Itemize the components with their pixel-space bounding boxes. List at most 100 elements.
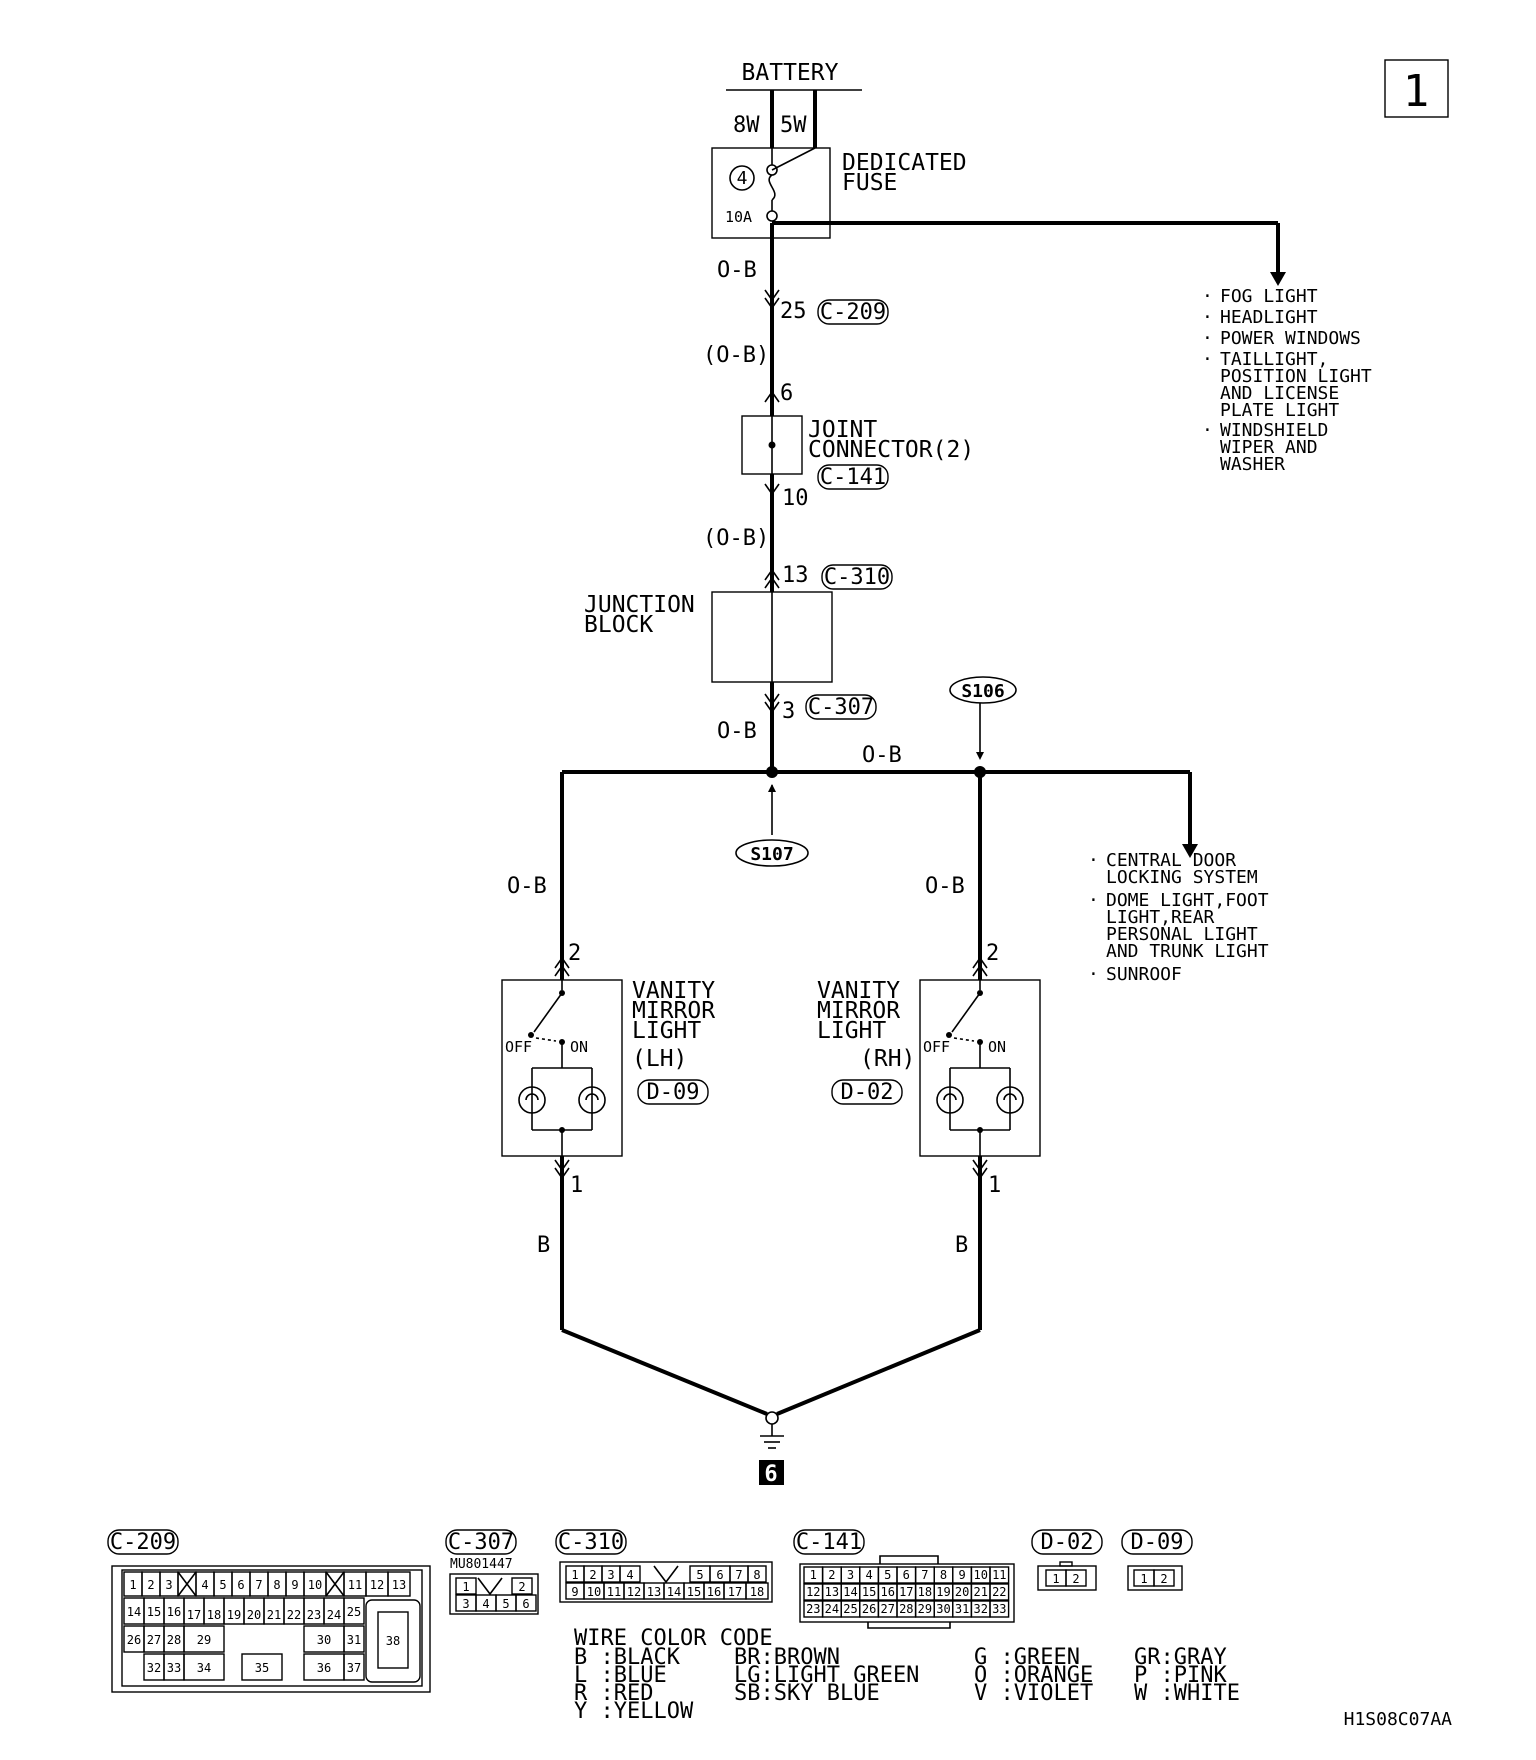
c141-pin-label: 21 <box>973 1585 987 1599</box>
ground-number: 6 <box>764 1462 777 1487</box>
bus-branch-item: SUNROOF <box>1106 964 1182 985</box>
vanity-rh-line2: MIRROR <box>817 998 900 1024</box>
wire-ob-paren-label: (O-B) <box>703 526 769 551</box>
page-number: 1 <box>1403 66 1430 117</box>
switch-off-label: OFF <box>923 1038 950 1056</box>
wire-8w-label: 8W <box>733 113 760 138</box>
bus-branch-list: · CENTRAL DOOR LOCKING SYSTEM · DOME LIG… <box>1088 850 1269 985</box>
vanity-lh-line3: LIGHT <box>632 1018 701 1044</box>
c141-pin-label: 3 <box>847 1568 854 1582</box>
junction-block-line1: JUNCTION <box>584 592 695 618</box>
color-code-entry: O :ORANGE <box>974 1663 1093 1688</box>
svg-text:3: 3 <box>165 1578 172 1592</box>
c141-pin-label: 9 <box>958 1568 965 1582</box>
svg-text:·: · <box>1202 307 1213 328</box>
fuse-branch-item: WINDSHIELD <box>1220 420 1328 441</box>
wire-ob-label: O-B <box>862 743 902 768</box>
bus-branch-item: LIGHT,REAR <box>1106 907 1215 928</box>
c141-pin-label: 19 <box>936 1585 950 1599</box>
wire-ob-paren-label: (O-B) <box>703 343 769 368</box>
c141-pin-label: 12 <box>806 1585 820 1599</box>
c141-pin-label: 20 <box>955 1585 969 1599</box>
svg-text:2: 2 <box>518 1580 525 1594</box>
svg-text:4: 4 <box>482 1597 489 1611</box>
svg-text:8: 8 <box>753 1568 760 1582</box>
c141-pin-label: 18 <box>918 1585 932 1599</box>
svg-text:2: 2 <box>589 1568 596 1582</box>
svg-text:38: 38 <box>386 1634 400 1648</box>
connector-face-d02: 1 2 <box>1037 1561 1097 1591</box>
vanity-rh-line3: LIGHT <box>817 1018 886 1044</box>
face-c141-label: C-141 <box>796 1530 862 1555</box>
svg-text:12: 12 <box>370 1578 384 1592</box>
svg-text:8: 8 <box>273 1578 280 1592</box>
vanity-mirror-light-rh: OFF ON <box>919 979 1041 1157</box>
svg-text:15: 15 <box>687 1585 701 1599</box>
c141-pin-label: 29 <box>918 1602 932 1616</box>
c141-pin-label: 26 <box>862 1602 876 1616</box>
bus-branch-item: PERSONAL LIGHT <box>1106 924 1258 945</box>
vanity-lh-line2: MIRROR <box>632 998 715 1024</box>
c141-pin-cell <box>989 1583 1010 1601</box>
bus-branch-item: AND TRUNK LIGHT <box>1106 941 1269 962</box>
fuse-label-line2: FUSE <box>842 170 897 196</box>
pin-6: 6 <box>780 381 793 406</box>
c141-pin-label: 15 <box>862 1585 876 1599</box>
color-code-entry: V :VIOLET <box>974 1681 1093 1706</box>
svg-text:5: 5 <box>502 1597 509 1611</box>
svg-text:10: 10 <box>308 1578 322 1592</box>
c141-pin-cell <box>989 1600 1010 1618</box>
pin-10: 10 <box>782 486 809 511</box>
svg-text:14: 14 <box>667 1585 681 1599</box>
c141-pin-label: 22 <box>992 1585 1006 1599</box>
connector-c307-label: C-307 <box>808 695 874 720</box>
face-c209-label: C-209 <box>110 1530 176 1555</box>
color-code-entry: SB:SKY BLUE <box>734 1681 880 1706</box>
c141-pin-label: 27 <box>880 1602 894 1616</box>
svg-text:35: 35 <box>255 1661 269 1675</box>
svg-text:17: 17 <box>728 1585 742 1599</box>
svg-text:6: 6 <box>522 1597 529 1611</box>
c141-pin-label: 11 <box>992 1568 1006 1582</box>
c141-pin-label: 32 <box>973 1602 987 1616</box>
c141-pin-label: 30 <box>936 1602 950 1616</box>
svg-text:1: 1 <box>1052 1572 1059 1586</box>
svg-text:15: 15 <box>147 1605 161 1619</box>
c141-pin-label: 7 <box>921 1568 928 1582</box>
svg-text:30: 30 <box>317 1633 331 1647</box>
wire-b-label: B <box>537 1233 550 1258</box>
svg-text:20: 20 <box>247 1608 261 1622</box>
svg-text:11: 11 <box>348 1578 362 1592</box>
color-code-entry: G :GREEN <box>974 1645 1080 1670</box>
connector-d02-label: D-02 <box>841 1080 894 1105</box>
connector-c310-label: C-310 <box>824 565 890 590</box>
color-code-legend: B :BLACK L :BLUE R :RED Y :YELLOW BR:BRO… <box>574 1645 1240 1724</box>
fuse-number: 4 <box>737 168 748 189</box>
face-c307-label: C-307 <box>448 1530 514 1555</box>
connector-c141-label: C-141 <box>820 465 886 490</box>
svg-text:11: 11 <box>607 1585 621 1599</box>
svg-text:4: 4 <box>201 1578 208 1592</box>
color-code-entry: R :RED <box>574 1681 653 1706</box>
bus-branch-item: DOME LIGHT,FOOT <box>1106 890 1269 911</box>
vanity-rh-line4: (RH) <box>860 1046 915 1072</box>
c307-part-number: MU801447 <box>450 1557 513 1572</box>
bus-branch-item: LOCKING SYSTEM <box>1106 867 1258 888</box>
battery-label: BATTERY <box>742 60 839 86</box>
c141-pin-label: 31 <box>955 1602 969 1616</box>
pin-3: 3 <box>782 699 795 724</box>
svg-text:19: 19 <box>227 1608 241 1622</box>
svg-text:31: 31 <box>347 1633 361 1647</box>
fuse-branch-item: AND LICENSE <box>1220 383 1339 404</box>
svg-text:2: 2 <box>1072 1572 1079 1586</box>
connector-face-c209: 1 2 3 4 5 6 7 8 9 10 11 12 13 14 15 16 1… <box>111 1565 431 1693</box>
fuse-branch-item: TAILLIGHT, <box>1220 349 1328 370</box>
c141-pin-label: 16 <box>880 1585 894 1599</box>
fuse-branch-item: HEADLIGHT <box>1220 307 1318 328</box>
color-code-entry: GR:GRAY <box>1134 1645 1227 1670</box>
svg-text:7: 7 <box>255 1578 262 1592</box>
pin-13: 13 <box>782 563 809 588</box>
c141-pin-label: 17 <box>899 1585 913 1599</box>
